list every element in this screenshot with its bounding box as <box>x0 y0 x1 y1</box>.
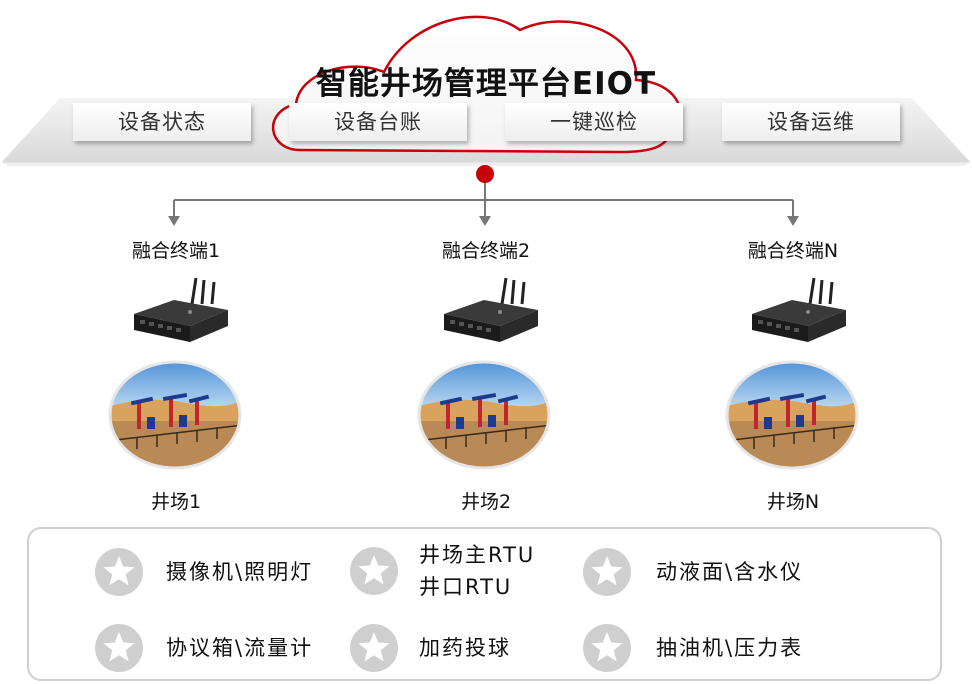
star-icon <box>350 624 398 672</box>
device-label: 协议箱\流量计 <box>166 636 314 660</box>
oil-pumpjack-icon <box>417 360 551 470</box>
star-icon <box>350 547 398 595</box>
device-label: 摄像机\照明灯 <box>166 560 314 584</box>
device-label: 抽油机\压力表 <box>656 636 804 660</box>
oil-pumpjack-icon <box>725 360 859 470</box>
hub-dot <box>476 165 494 183</box>
menu-button-device-ledger[interactable]: 设备台账 <box>289 103 467 141</box>
device-label: 井场主RTU 井口RTU <box>419 543 536 599</box>
device-item-pumping-unit-pressure-gauge: 抽油机\压力表 <box>582 623 803 673</box>
router-icon <box>134 277 228 342</box>
star-icon <box>583 624 631 672</box>
connector-lines <box>168 165 799 226</box>
router-icon <box>752 277 846 342</box>
terminal-label-2: 融合终端2 <box>441 240 531 262</box>
site-label-n: 井场N <box>766 491 820 513</box>
star-icon <box>95 624 143 672</box>
device-item-camera-lighting: 摄像机\照明灯 <box>94 547 313 597</box>
menu-button-one-click-inspection[interactable]: 一键巡检 <box>505 103 683 141</box>
device-item-fluid-level-water-cut: 动液面\含水仪 <box>582 547 803 597</box>
device-label: 加药投球 <box>419 636 511 660</box>
arrow-head-n <box>787 216 799 226</box>
arrow-head-2 <box>479 216 491 226</box>
site-label-1: 井场1 <box>150 491 202 513</box>
device-panel: 摄像机\照明灯 井场主RTU 井口RTU 动液面\含水仪 协议箱\流量计 加药投… <box>27 527 942 681</box>
platform-band-shadow <box>2 162 970 168</box>
platform-title: 智能井场管理平台EIOT <box>315 66 657 102</box>
site-label-2: 井场2 <box>460 491 512 513</box>
arrow-head-1 <box>168 216 180 226</box>
router-icon <box>444 277 538 342</box>
menu-button-device-maintenance[interactable]: 设备运维 <box>722 103 900 141</box>
device-item-chemical-dosing: 加药投球 <box>349 623 511 673</box>
terminal-label-1: 融合终端1 <box>131 240 221 262</box>
device-item-rtu: 井场主RTU 井口RTU <box>349 539 535 603</box>
star-icon <box>583 548 631 596</box>
terminal-label-n: 融合终端N <box>747 240 839 262</box>
device-item-protocol-box-flowmeter: 协议箱\流量计 <box>94 623 313 673</box>
star-icon <box>95 548 143 596</box>
menu-button-device-status[interactable]: 设备状态 <box>73 103 251 141</box>
oil-pumpjack-icon <box>108 360 242 470</box>
device-label: 动液面\含水仪 <box>656 560 804 584</box>
